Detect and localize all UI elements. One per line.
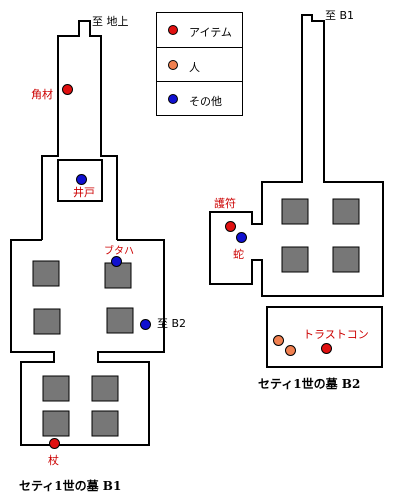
- to-b1-label: 至 B1: [325, 9, 355, 22]
- person-marker-1[interactable]: [273, 335, 284, 346]
- pillar: [332, 198, 360, 225]
- well-room-wall: [57, 159, 103, 202]
- legend-label: アイテム: [189, 26, 232, 39]
- pillar: [281, 198, 309, 225]
- gofu-label: 護符: [214, 197, 236, 210]
- to-b2-label: 至 B2: [157, 317, 187, 330]
- legend-label: 人: [189, 61, 200, 74]
- pillar: [281, 246, 309, 273]
- legend-row-person: 人: [157, 47, 242, 82]
- other-marker-butaha[interactable]: [111, 256, 122, 267]
- other-dot-icon: [168, 94, 178, 104]
- b1-main-hall-wall: [10, 239, 165, 446]
- b2-map-title: セティ1世の墓 B2: [258, 377, 361, 391]
- hebi-label: 蛇: [233, 248, 244, 261]
- butaha-label: ブタハ: [104, 246, 134, 257]
- tsue-label: 杖: [48, 454, 59, 467]
- item-marker-trustcon[interactable]: [321, 343, 332, 354]
- ido-label: 井戸: [73, 186, 95, 199]
- trustcon-label: トラストコン: [303, 328, 369, 341]
- person-dot-icon: [168, 60, 178, 70]
- pillar: [33, 308, 61, 335]
- legend-row-item: アイテム: [157, 13, 242, 47]
- b2-lower-room-wall: [266, 306, 383, 368]
- pillar: [91, 375, 119, 402]
- item-dot-icon: [168, 25, 178, 35]
- pillar: [42, 410, 70, 437]
- pillar: [32, 260, 60, 287]
- other-marker-ido[interactable]: [76, 174, 87, 185]
- person-marker-2[interactable]: [285, 345, 296, 356]
- other-marker-to-b2[interactable]: [140, 319, 151, 330]
- legend-row-other: その他: [157, 81, 242, 116]
- map-legend: アイテム 人 その他: [156, 12, 243, 116]
- b1-upper-corridor-wall: [41, 20, 118, 240]
- pillar: [42, 375, 70, 402]
- to-ground-label: 至 地上: [92, 15, 129, 28]
- pillar: [91, 410, 119, 437]
- item-marker-tsue[interactable]: [49, 438, 60, 449]
- b2-main-wall: [209, 14, 384, 297]
- legend-label: その他: [189, 95, 222, 108]
- b1-map-title: セティ1世の墓 B1: [19, 479, 122, 493]
- other-marker-hebi[interactable]: [236, 232, 247, 243]
- kakuzai-label: 角材: [31, 88, 53, 101]
- pillar: [332, 246, 360, 273]
- item-marker-kakuzai[interactable]: [62, 84, 73, 95]
- pillar: [106, 307, 134, 334]
- item-marker-gofu[interactable]: [225, 221, 236, 232]
